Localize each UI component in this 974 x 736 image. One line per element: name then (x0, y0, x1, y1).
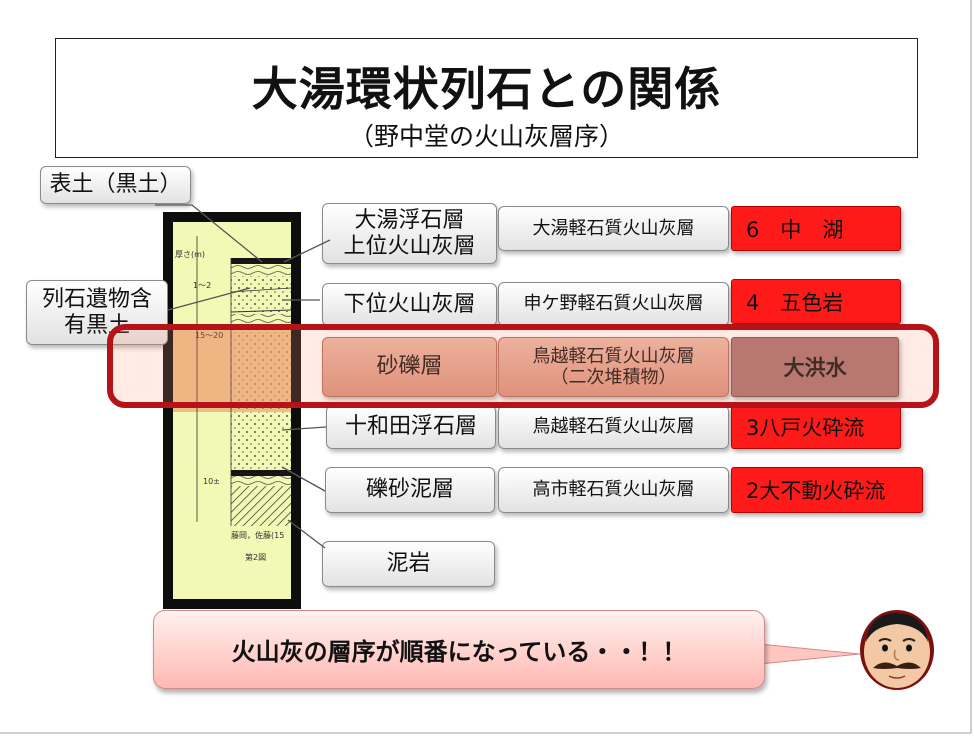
layer-label: 十和田浮石層 (344, 414, 477, 440)
tephra-box-3: 鳥越軽石質火山灰層 （二次堆積物） (498, 337, 729, 397)
event-box-4: 3八戸火砕流 (731, 405, 901, 449)
tephra-box-2: 申ケ野軽石質火山灰層 (498, 282, 729, 326)
speech-text: 火山灰の層序が順番になっている・・！！ (231, 638, 687, 666)
event-box-2: 4 五色岩 (731, 279, 901, 324)
layer-box-otoyu: 大湯浮石層 上位火山灰層 (322, 203, 497, 264)
tephra-label: 鳥越軽石質火山灰層 (532, 416, 695, 438)
col-label-1to2: 1〜2 (193, 281, 211, 290)
col-label-figure: 第2図 (245, 552, 266, 562)
layer-label: 砂礫層 (376, 354, 443, 380)
event-label: 大洪水 (783, 356, 847, 380)
event-box-5: 2大不動火砕流 (731, 467, 923, 513)
tephra-label: 高市軽石質火山灰層 (532, 479, 695, 501)
stratigraphic-column: 厚さ(m) 1〜2 15〜20 10± 藤岡，佐藤(15 第2図 (173, 222, 292, 599)
event-box-1: 6 中 湖 (731, 206, 901, 251)
layer-label: 礫砂泥層 (365, 477, 454, 503)
col-label-10: 10± (203, 477, 220, 486)
layer-box-mudstone: 泥岩 (322, 541, 495, 587)
col-label-source: 藤岡，佐藤(15 (231, 530, 284, 540)
callout-topsoil: 表土（黒土） (40, 166, 191, 204)
stratigraphic-column-figure: 厚さ(m) 1〜2 15〜20 10± 藤岡，佐藤(15 第2図 (163, 212, 301, 609)
event-label: 4 五色岩 (746, 290, 844, 315)
speech-bubble: 火山灰の層序が順番になっている・・！！ (153, 610, 765, 689)
layer-box-lower-ash: 下位火山灰層 (322, 283, 497, 326)
tephra-label: 大湯軽石質火山灰層 (532, 217, 695, 239)
layer-label-line2: 上位火山灰層 (343, 233, 476, 259)
layer-box-towada: 十和田浮石層 (326, 405, 496, 449)
event-box-flood: 大洪水 (731, 337, 899, 397)
layer-box-gravel-sand-mud: 礫砂泥層 (325, 467, 495, 513)
page-subtitle: （野中堂の火山灰層序） (348, 122, 624, 151)
col-label-thickness: 厚さ(m) (175, 250, 205, 259)
layer-label: 下位火山灰層 (343, 291, 476, 317)
tephra-box-5: 高市軽石質火山灰層 (498, 467, 729, 513)
col-label-15to20: 15〜20 (195, 331, 223, 340)
tephra-label: 申ケ野軽石質火山灰層 (523, 293, 704, 315)
layer-label-line1: 大湯浮石層 (354, 207, 465, 233)
avatar (860, 610, 934, 690)
callout-topsoil-label: 表土（黒土） (49, 172, 182, 198)
speech-tail (760, 643, 860, 665)
tephra-label-line2: （二次堆積物） (550, 367, 677, 388)
layer-label: 泥岩 (386, 551, 431, 577)
stratigraphic-column-drawing: 厚さ(m) 1〜2 15〜20 10± 藤岡，佐藤(15 第2図 (173, 222, 292, 599)
event-label: 6 中 湖 (746, 217, 844, 242)
title-box: 大湯環状列石との関係 （野中堂の火山灰層序） (55, 38, 918, 158)
event-label: 3八戸火砕流 (746, 416, 865, 440)
tephra-label-line1: 鳥越軽石質火山灰層 (532, 345, 695, 367)
tephra-box-1: 大湯軽石質火山灰層 (498, 206, 729, 251)
page-title: 大湯環状列石との関係 (251, 62, 722, 116)
tephra-box-4: 鳥越軽石質火山灰層 (498, 405, 729, 449)
layer-box-gravel: 砂礫層 (322, 337, 497, 397)
highlight-frame (107, 324, 939, 408)
callout-artifact-line1: 列石遺物含 (41, 286, 152, 312)
event-label: 2大不動火砕流 (746, 479, 886, 503)
